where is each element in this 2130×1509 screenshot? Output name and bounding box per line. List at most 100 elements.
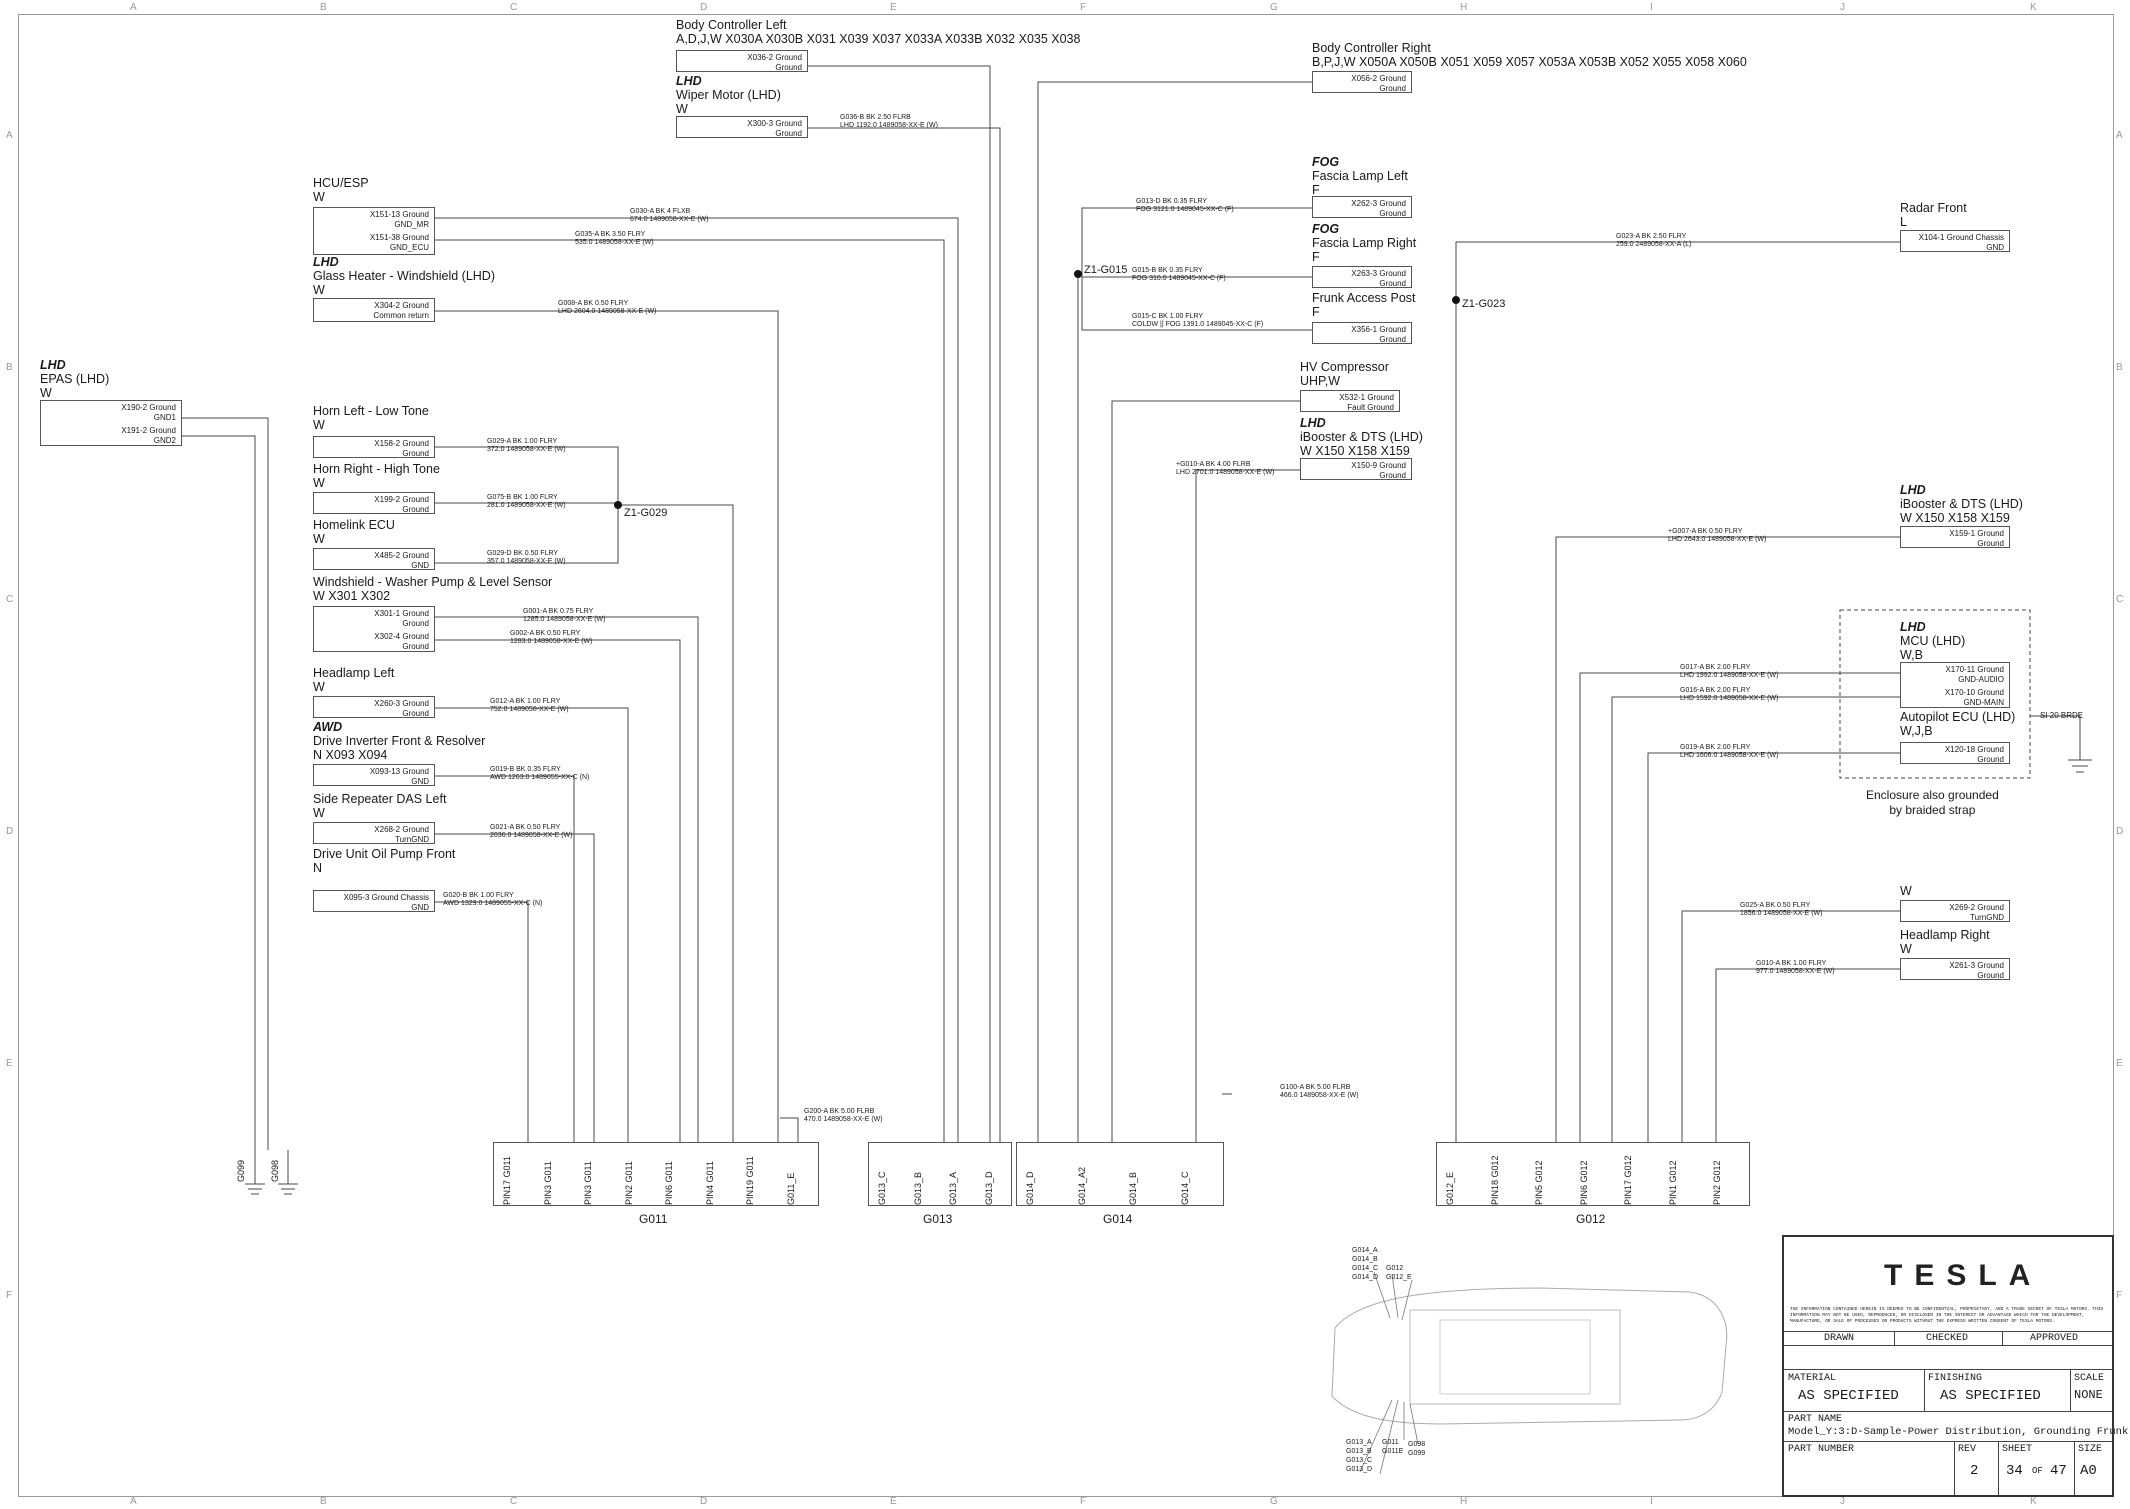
module-line: Drive Inverter Front & Resolver <box>313 734 486 748</box>
zone-top-C: C <box>510 2 518 13</box>
connector-pin-label: X261-3 Ground <box>1949 961 2004 970</box>
wire-spec: G025-A BK 0.50 FLRY <box>1740 902 1811 909</box>
connector-pin-label: X191-2 Ground <box>121 426 176 435</box>
connector-pin-label: X190-2 Ground <box>121 403 176 412</box>
module-line: HV Compressor <box>1300 360 1389 374</box>
wire-spec: G012-A BK 1.00 FLRY <box>490 698 561 705</box>
connector-pin-label: Fault Ground <box>1347 402 1394 412</box>
wire-spec: +G010-A BK 4.00 FLRB <box>1176 461 1251 468</box>
zone-left-D: D <box>6 826 14 837</box>
module-line: F <box>1312 183 1320 197</box>
module-line: W X150 X158 X159 <box>1900 511 2010 525</box>
wire-part: LHD 2701.0 1489058-XX-E (W) <box>1176 469 1275 476</box>
part-number-label: PART NUMBER <box>1788 1444 1855 1455</box>
zone-bottom-E: E <box>890 1496 897 1507</box>
connector-pin-label: X304-2 Ground <box>374 301 429 310</box>
chassis-ground-label: G098 <box>270 1159 280 1182</box>
module-line: EPAS (LHD) <box>40 372 110 386</box>
wire-spec: G020-B BK 1.00 FLRY <box>443 892 514 899</box>
zone-left-F: F <box>6 1290 13 1301</box>
zone-bottom-F: F <box>1080 1496 1087 1507</box>
module-line: W <box>313 418 325 432</box>
connector-pin-label: Ground <box>402 708 429 718</box>
module-line: Frunk Access Post <box>1312 291 1416 305</box>
module-line: W <box>676 102 688 116</box>
wire-spec: G008-A BK 0.50 FLRY <box>558 300 629 307</box>
wire-spec: G029-D BK 0.50 FLRY <box>487 550 559 557</box>
connector-pin-label: X485-2 Ground <box>374 551 429 560</box>
wire-spec: G016-A BK 2.00 FLRY <box>1680 687 1751 694</box>
connector-pin-label: X262-3 Ground <box>1351 199 1406 208</box>
zone-bottom-B: B <box>320 1496 327 1507</box>
title-block: TESLA THE INFORMATION CONTAINED HEREIN I… <box>1782 1235 2128 1497</box>
module-line: Fascia Lamp Right <box>1312 236 1417 250</box>
wire-part: 535.0 1489058-XX-E (W) <box>575 239 654 246</box>
module-line: B,P,J,W X050A X050B X051 X059 X057 X053A… <box>1312 55 1747 69</box>
connector-pin-label: GND-MAIN <box>1963 697 2004 707</box>
zone-right-D: D <box>2116 826 2124 837</box>
module-line: W,J,B <box>1900 724 1933 738</box>
module-qualifier: FOG <box>1312 155 1340 169</box>
zone-bottom-D: D <box>700 1496 708 1507</box>
zone-top-J: J <box>1840 2 1845 13</box>
connector-pin-label: X302-4 Ground <box>374 632 429 641</box>
zone-right-F: F <box>2116 1290 2123 1301</box>
module-line: Body Controller Right <box>1312 41 1431 55</box>
zone-right-B: B <box>2116 362 2123 373</box>
connector-pin-label: X263-3 Ground <box>1351 269 1406 278</box>
car-location-label: G098 <box>1408 1441 1426 1448</box>
wire-part: 977.0 1489058-XX-E (W) <box>1756 968 1835 975</box>
module-line: MCU (LHD) <box>1900 634 1966 648</box>
connector-pin-label: Ground <box>1379 83 1406 93</box>
connector-pin-label: X532-1 Ground <box>1339 393 1394 402</box>
wire-part: 470.0 1489058-XX-E (W) <box>804 1116 883 1123</box>
module-qualifier: AWD <box>313 720 343 734</box>
car-location-label: G013_C <box>1346 1457 1373 1464</box>
ground-pin-label: G013_C <box>877 1171 887 1205</box>
connector-pin-label: X170-11 Ground <box>1945 665 2004 674</box>
module-line: iBooster & DTS (LHD) <box>1300 430 1423 444</box>
ground-pin-label: PIN3 G011 <box>583 1161 593 1205</box>
part-name-label: PART NAME <box>1788 1414 1843 1425</box>
wire-spec: G002-A BK 0.50 FLRY <box>510 630 581 637</box>
ground-pin-label: PIN5 G012 <box>1534 1160 1545 1205</box>
drawing-frame <box>18 14 2114 1497</box>
zone-top-G: G <box>1270 2 1278 13</box>
zone-left-A: A <box>6 130 13 141</box>
car-location-label: G014_D <box>1352 1274 1379 1281</box>
wire-spec: G010-A BK 1.00 FLRY <box>1756 960 1827 967</box>
rev-value: 2 <box>1970 1463 1979 1479</box>
module-ap: Autopilot ECU (LHD)W,J,B <box>1900 710 2015 738</box>
module-line: W <box>313 190 325 204</box>
car-location-label: G013_B <box>1346 1448 1372 1455</box>
wire-part: 281.0 1489058-XX-E (W) <box>487 502 566 509</box>
wire-part: 2036.0 1489058-XX-E (W) <box>490 832 573 839</box>
